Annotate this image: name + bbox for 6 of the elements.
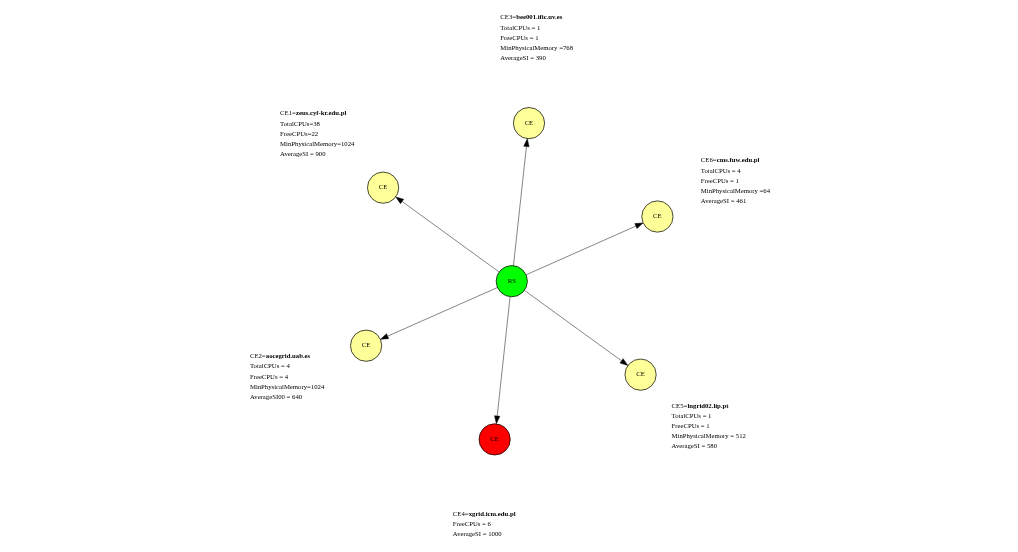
arrow [525,222,643,276]
arrow [493,296,510,424]
arrow [523,290,628,366]
arrow [379,287,498,340]
arrow [512,138,529,266]
arrow [395,196,499,273]
